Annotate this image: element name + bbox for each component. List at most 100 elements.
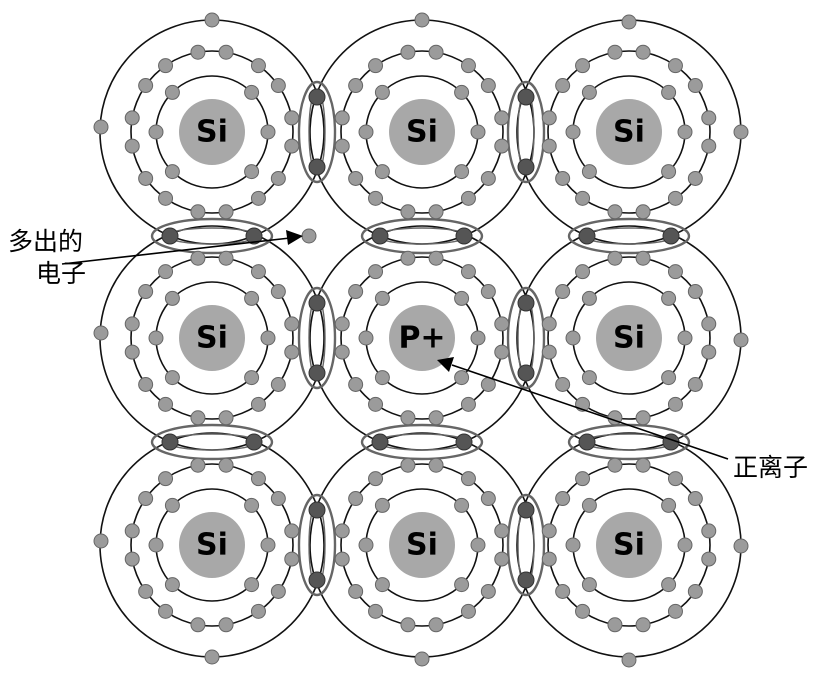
electron — [470, 124, 486, 140]
electron — [124, 110, 140, 126]
shared-electron — [517, 501, 535, 519]
electron — [575, 603, 591, 619]
electron — [565, 124, 581, 140]
electron — [250, 190, 266, 206]
electron — [541, 344, 557, 360]
electron — [190, 457, 206, 473]
electron — [701, 551, 717, 567]
electron — [158, 58, 174, 74]
electron — [460, 603, 476, 619]
covalent-bond — [506, 493, 546, 597]
orbit-shell-2 — [547, 50, 711, 214]
covalent-bond — [297, 493, 337, 597]
outer-electron — [733, 538, 749, 554]
electron — [667, 396, 683, 412]
positive-ion-arrowhead — [437, 357, 454, 372]
electron — [607, 44, 623, 60]
electron — [661, 84, 677, 100]
electron — [190, 204, 206, 220]
electron — [541, 551, 557, 567]
electron — [555, 376, 571, 392]
electron — [270, 78, 286, 94]
electron — [607, 250, 623, 266]
electron — [607, 457, 623, 473]
covalent-bond — [567, 217, 691, 255]
shared-electron — [371, 433, 389, 451]
shared-electron — [455, 433, 473, 451]
shared-electron — [517, 88, 535, 106]
orbit-shell-2 — [130, 50, 294, 214]
electron — [667, 603, 683, 619]
electron — [565, 537, 581, 553]
positive-ion-label: 正离子 — [733, 453, 808, 482]
electron — [541, 110, 557, 126]
covalent-bond — [360, 423, 484, 461]
electron — [635, 617, 651, 633]
electron — [334, 523, 350, 539]
covalent-bond — [506, 286, 546, 390]
electron — [374, 497, 390, 513]
electron — [428, 410, 444, 426]
electron — [555, 284, 571, 300]
nucleus — [389, 99, 455, 165]
electron — [607, 617, 623, 633]
electron — [164, 577, 180, 593]
covalent-bond-inner — [376, 227, 468, 245]
electron — [400, 44, 416, 60]
electron — [164, 497, 180, 513]
electron — [701, 138, 717, 154]
orbit-shell-2 — [340, 50, 504, 214]
electron — [460, 264, 476, 280]
electron — [334, 138, 350, 154]
extra-electron-arrowhead — [286, 230, 303, 245]
shared-electron — [308, 571, 326, 589]
electron — [454, 577, 470, 593]
electron — [374, 370, 390, 386]
electron — [260, 537, 276, 553]
shared-electron — [455, 227, 473, 245]
electron — [250, 396, 266, 412]
electron — [138, 376, 154, 392]
electron — [348, 491, 364, 507]
electron — [581, 577, 597, 593]
electron — [575, 471, 591, 487]
nucleus-label: Si — [613, 528, 645, 563]
electron — [348, 78, 364, 94]
electron — [581, 370, 597, 386]
nucleus — [179, 512, 245, 578]
shared-electron — [308, 501, 326, 519]
electron — [687, 170, 703, 186]
electron — [701, 110, 717, 126]
electron — [635, 204, 651, 220]
electron — [164, 290, 180, 306]
outer-electron — [621, 652, 637, 668]
electron — [218, 44, 234, 60]
electron — [138, 170, 154, 186]
outer-electron — [733, 124, 749, 140]
electron — [687, 78, 703, 94]
shared-electron — [578, 227, 596, 245]
positive-ion-arrow — [451, 364, 729, 460]
outer-electron — [621, 14, 637, 30]
shared-electron — [161, 227, 179, 245]
electron — [635, 410, 651, 426]
electron — [244, 84, 260, 100]
electron — [250, 264, 266, 280]
electron — [358, 330, 374, 346]
electron — [244, 290, 260, 306]
electron — [480, 170, 496, 186]
nucleus — [596, 305, 662, 371]
extra-electron-arrow — [61, 237, 291, 265]
electron — [158, 396, 174, 412]
electron — [284, 138, 300, 154]
electron — [701, 523, 717, 539]
electron — [270, 284, 286, 300]
shared-electron — [308, 158, 326, 176]
electron — [480, 583, 496, 599]
electron — [358, 537, 374, 553]
electron — [348, 284, 364, 300]
electron — [667, 58, 683, 74]
electron — [218, 457, 234, 473]
electron — [284, 523, 300, 539]
